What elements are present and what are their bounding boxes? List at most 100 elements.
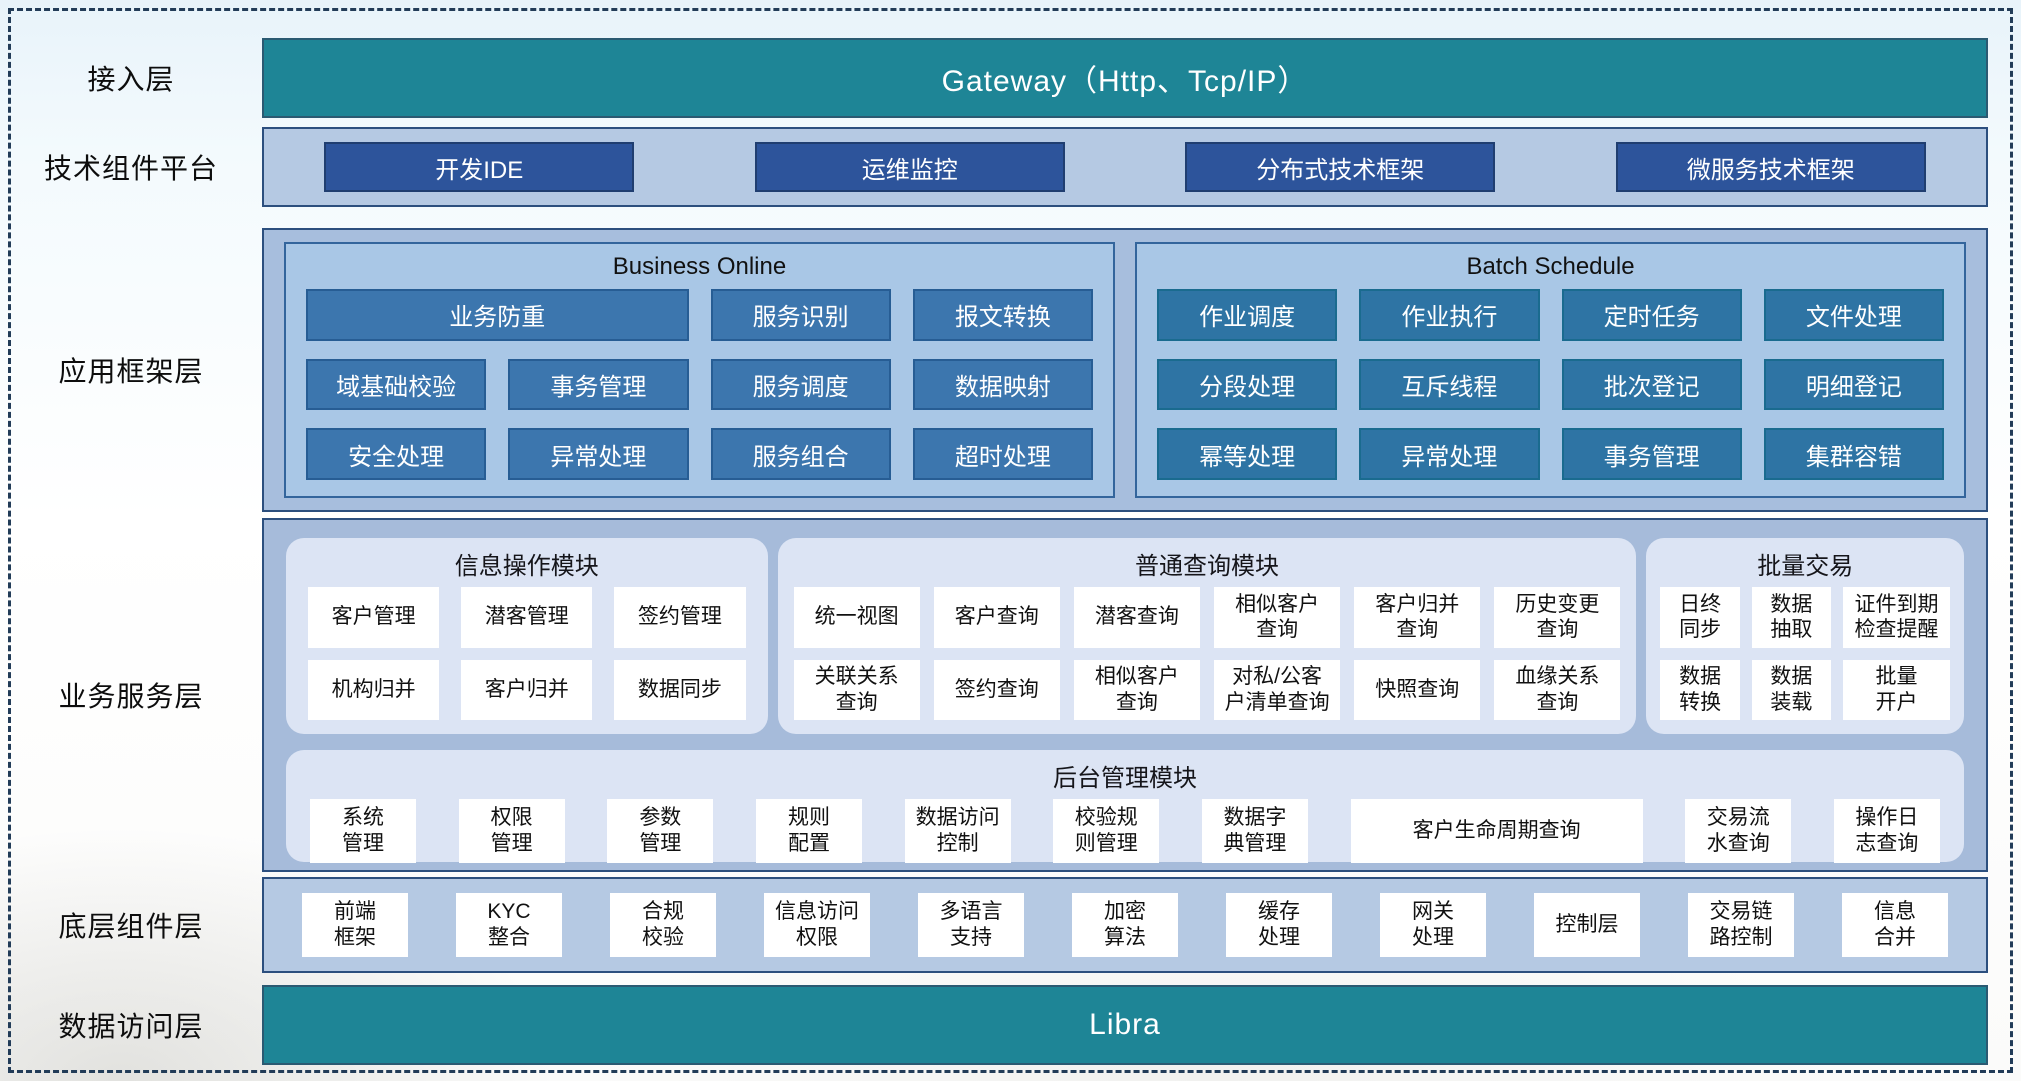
module-box: 历史变更 查询: [1494, 587, 1621, 648]
module-box: 证件到期 检查提醒: [1843, 587, 1951, 648]
framework-button: 集群容错: [1763, 428, 1944, 480]
panel-title-batch-schedule: Batch Schedule: [1466, 253, 1635, 280]
layer-label-tech-platform: 技术组件平台: [43, 153, 218, 184]
module-box: 加密 算法: [1072, 893, 1178, 957]
framework-button: 作业执行: [1359, 289, 1540, 341]
module-box: 潜客查询: [1073, 587, 1200, 648]
framework-button: 定时任务: [1561, 289, 1742, 341]
tech-platform-container: 开发IDE 运维监控 分布式技术框架 微服务技术框架: [262, 127, 1988, 207]
module-box: 多语言 支持: [918, 893, 1024, 957]
module-box: 批量 开户: [1843, 659, 1951, 720]
module-box: 操作日 志查询: [1833, 799, 1940, 863]
module-box: KYC 整合: [456, 893, 562, 957]
layer-base-components: 底层组件层 前端 框架 KYC 整合 合规 校验 信息访问 权限 多语言 支持 …: [0, 877, 2021, 973]
layer-label-app-framework: 应用框架层: [58, 356, 204, 387]
framework-button: 服务组合: [710, 428, 891, 480]
framework-button: 批次登记: [1561, 358, 1742, 411]
module-box: 权限 管理: [458, 799, 565, 863]
module-box: 客户生命周期查询: [1350, 799, 1643, 863]
panel-title-info-ops: 信息操作模块: [454, 553, 599, 580]
business-online-panel: Business Online 业务防重 服务识别 报文转换 域基础校验 事务管…: [284, 242, 1115, 498]
app-framework-container: Business Online 业务防重 服务识别 报文转换 域基础校验 事务管…: [262, 228, 1988, 512]
module-box: 数据同步: [614, 659, 746, 720]
module-box: 系统 管理: [310, 799, 416, 863]
module-box: 快照查询: [1354, 659, 1481, 720]
module-box: 客户归并 查询: [1354, 587, 1481, 648]
tech-button: 微服务技术框架: [1615, 142, 1926, 192]
module-box: 缓存 处理: [1226, 893, 1332, 957]
admin-panel: 后台管理模块 系统 管理 权限 管理 参数 管理 规则 配置 数据访问 控制 校…: [286, 750, 1964, 863]
tech-button: 分布式技术框架: [1185, 142, 1496, 192]
layer-label-base-components: 底层组件层: [58, 911, 204, 942]
module-box: 交易流 水查询: [1685, 799, 1792, 863]
module-box: 机构归并: [308, 659, 440, 720]
module-box: 客户查询: [933, 587, 1060, 648]
framework-button: 异常处理: [1359, 428, 1540, 480]
module-box: 校验规 则管理: [1053, 799, 1160, 863]
module-box: 参数 管理: [607, 799, 714, 863]
batch-trade-panel: 批量交易 日终 同步 数据 抽取 证件到期 检查提醒 数据 转换 数据 装载 批…: [1646, 538, 1965, 734]
framework-button: 作业调度: [1157, 289, 1338, 341]
module-box: 日终 同步: [1660, 587, 1740, 648]
layer-access: 接入层 Gateway（Http、Tcp/IP）: [0, 38, 2021, 118]
module-box: 网关 处理: [1380, 893, 1486, 957]
framework-button: 服务识别: [710, 289, 891, 341]
module-box: 合规 校验: [610, 893, 716, 957]
business-service-container: 信息操作模块 客户管理 潜客管理 签约管理 机构归并 客户归并 数据同步: [262, 518, 1988, 872]
framework-button: 服务调度: [710, 358, 891, 411]
panel-title-common-query: 普通查询模块: [1135, 553, 1279, 580]
framework-button: 超时处理: [912, 428, 1093, 480]
tech-button: 运维监控: [754, 142, 1065, 192]
layer-label-data-access: 数据访问层: [58, 1011, 204, 1042]
module-box: 数据 装载: [1751, 659, 1831, 720]
framework-button: 幂等处理: [1157, 428, 1338, 480]
framework-button: 事务管理: [508, 358, 689, 411]
layer-tech-platform: 技术组件平台 开发IDE 运维监控 分布式技术框架 微服务技术框架: [0, 127, 2021, 207]
module-box: 相似客户 查询: [1073, 659, 1200, 720]
module-box: 客户管理: [308, 587, 440, 648]
framework-button: 互斥线程: [1359, 358, 1540, 411]
layer-label-access: 接入层: [87, 64, 175, 95]
module-box: 信息访问 权限: [764, 893, 870, 957]
gateway-bar: Gateway（Http、Tcp/IP）: [262, 38, 1988, 118]
module-box: 关联关系 查询: [793, 659, 920, 720]
batch-schedule-panel: Batch Schedule 作业调度 作业执行 定时任务 文件处理 分段处理 …: [1135, 242, 1966, 498]
framework-button: 分段处理: [1157, 358, 1338, 411]
module-box: 控制层: [1534, 893, 1640, 957]
panel-title-batch-trade: 批量交易: [1757, 553, 1854, 580]
module-box: 规则 配置: [755, 799, 862, 863]
panel-title-admin: 后台管理模块: [1053, 765, 1197, 792]
module-box: 数据 转换: [1660, 659, 1740, 720]
module-box: 签约查询: [933, 659, 1060, 720]
module-box: 数据 抽取: [1751, 587, 1831, 648]
framework-button: 报文转换: [912, 289, 1093, 341]
common-query-panel: 普通查询模块 统一视图 客户查询 潜客查询 相似客户 查询 客户归并 查询 历史…: [777, 538, 1637, 734]
panel-title-business-online: Business Online: [612, 253, 787, 280]
framework-button: 事务管理: [1561, 428, 1742, 480]
base-components-container: 前端 框架 KYC 整合 合规 校验 信息访问 权限 多语言 支持 加密 算法 …: [262, 877, 1988, 973]
layer-label-business-service: 业务服务层: [58, 681, 204, 712]
framework-button: 数据映射: [912, 358, 1093, 411]
module-box: 签约管理: [614, 587, 746, 648]
tech-button: 开发IDE: [324, 142, 635, 192]
framework-button: 安全处理: [306, 428, 487, 480]
framework-button: 业务防重: [306, 289, 689, 341]
framework-button: 异常处理: [508, 428, 689, 480]
module-box: 血缘关系 查询: [1494, 659, 1621, 720]
framework-button: 明细登记: [1763, 358, 1944, 411]
framework-button: 文件处理: [1763, 289, 1944, 341]
module-box: 对私/公客 户清单查询: [1214, 659, 1341, 720]
module-box: 数据字 典管理: [1201, 799, 1308, 863]
layer-app-framework: 应用框架层 Business Online 业务防重 服务识别 报文转换 域基础…: [0, 228, 2021, 512]
info-ops-panel: 信息操作模块 客户管理 潜客管理 签约管理 机构归并 客户归并 数据同步: [286, 538, 768, 734]
libra-bar: Libra: [262, 985, 1988, 1065]
layer-data-access: 数据访问层 Libra: [0, 985, 2021, 1065]
module-box: 交易链 路控制: [1688, 893, 1794, 957]
module-box: 潜客管理: [461, 587, 593, 648]
module-box: 前端 框架: [302, 893, 408, 957]
layer-business-service: 业务服务层 信息操作模块 客户管理 潜客管理 签约管理 机构归并 客户归并: [0, 518, 2021, 872]
module-box: 数据访问 控制: [904, 799, 1011, 863]
module-box: 相似客户 查询: [1214, 587, 1341, 648]
module-box: 统一视图: [793, 587, 920, 648]
